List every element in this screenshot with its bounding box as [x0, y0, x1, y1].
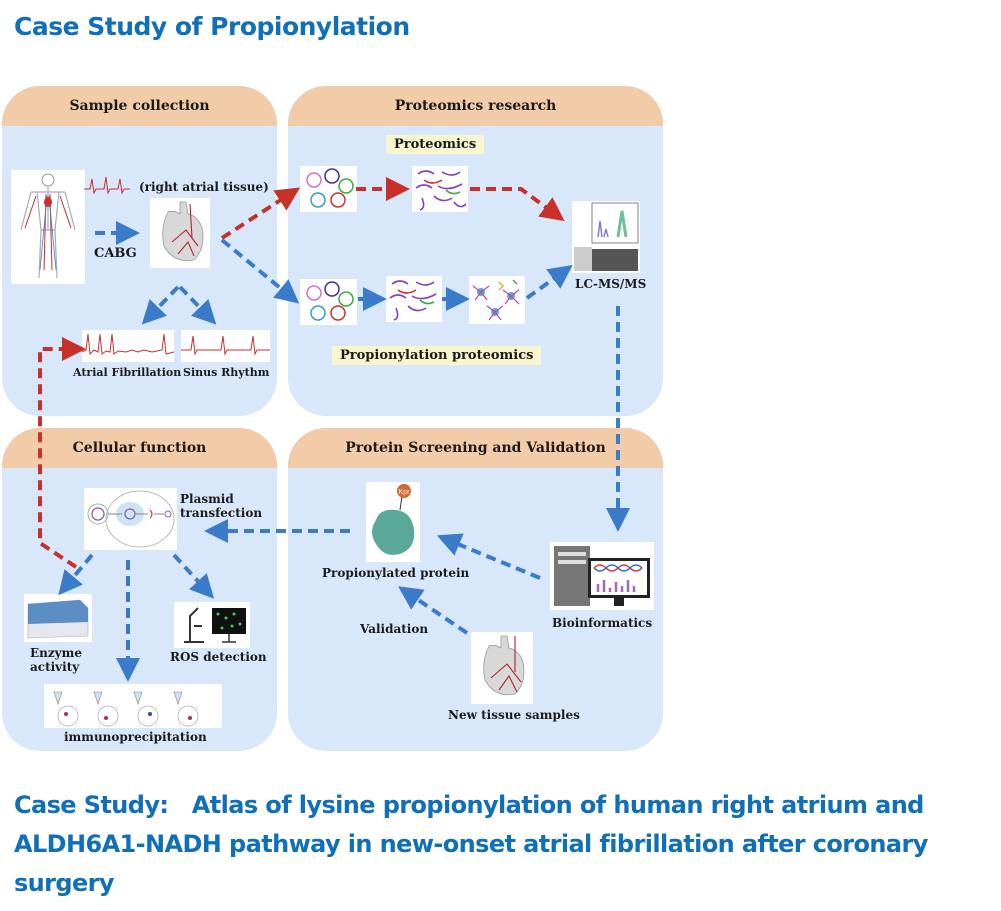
- protein-mix-icon: [300, 279, 357, 325]
- page-title: Case Study of Propionylation: [14, 12, 410, 41]
- tissue-label: (right atrial tissue): [139, 180, 269, 194]
- plasmid-label-line1: Plasmid: [180, 492, 234, 506]
- enriched-peptides-icon: [469, 276, 525, 324]
- propionylation-proteomics-tag: Propionylation proteomics: [332, 346, 542, 365]
- plasmid-cell-icon: [84, 488, 177, 550]
- enzyme-label-line1: Enzyme: [30, 646, 82, 660]
- bioinformatics-label: Bioinformatics: [552, 616, 653, 630]
- ros-microscope-icon: [174, 602, 250, 648]
- protein-label: Propionylated protein: [322, 566, 470, 580]
- proteomics-tag: Proteomics: [386, 135, 485, 154]
- cabg-label: CABG: [94, 246, 137, 261]
- plasmid-label-line2: transfection: [180, 506, 263, 520]
- lcms-label: LC-MS/MS: [575, 277, 647, 291]
- sr-label: Sinus Rhythm: [183, 366, 270, 379]
- propionylated-protein-icon: Kpr: [366, 482, 420, 562]
- ecg-trace-icon: [84, 176, 130, 195]
- ip-label: immunoprecipitation: [64, 730, 207, 744]
- peptides-icon: [412, 166, 468, 212]
- af-label: Atrial Fibrillation: [73, 366, 182, 379]
- enzyme-label-line2: activity: [30, 660, 80, 674]
- enzyme-analyzer-icon: [24, 594, 92, 642]
- panel-screening-validation: Protein Screening and Validation Kpr Pro…: [288, 428, 663, 751]
- bioinformatics-computer-icon: [550, 542, 654, 610]
- heart-icon: [150, 198, 210, 268]
- immunoprecipitation-icon: [44, 684, 222, 728]
- panel-cellular-function: Cellular function Plasmid transfection E…: [2, 428, 277, 751]
- panel-heading: Cellular function: [2, 428, 277, 468]
- af-ecg-icon: [81, 330, 175, 362]
- human-body-icon: [11, 170, 85, 284]
- lcms-instrument-icon: [572, 201, 640, 273]
- protein-mix-icon: [300, 166, 357, 212]
- case-study-caption: Case Study: Atlas of lysine propionylati…: [14, 791, 928, 897]
- new-tissue-heart-icon: [471, 632, 533, 704]
- panel-heading: Protein Screening and Validation: [288, 428, 663, 468]
- ros-label: ROS detection: [170, 650, 267, 664]
- panel-heading: Sample collection: [2, 86, 277, 126]
- new-tissue-label: New tissue samples: [448, 708, 580, 722]
- validation-label: Validation: [360, 622, 429, 636]
- sr-ecg-icon: [181, 330, 270, 362]
- panel-proteomics-research: Proteomics research Proteomics LC-MS/MS: [288, 86, 663, 416]
- kpr-label: Kpr: [399, 489, 411, 496]
- panel-sample-collection: Sample collection (right atrial tissue) …: [2, 86, 277, 416]
- peptides-icon: [386, 276, 442, 322]
- panel-heading: Proteomics research: [288, 86, 663, 126]
